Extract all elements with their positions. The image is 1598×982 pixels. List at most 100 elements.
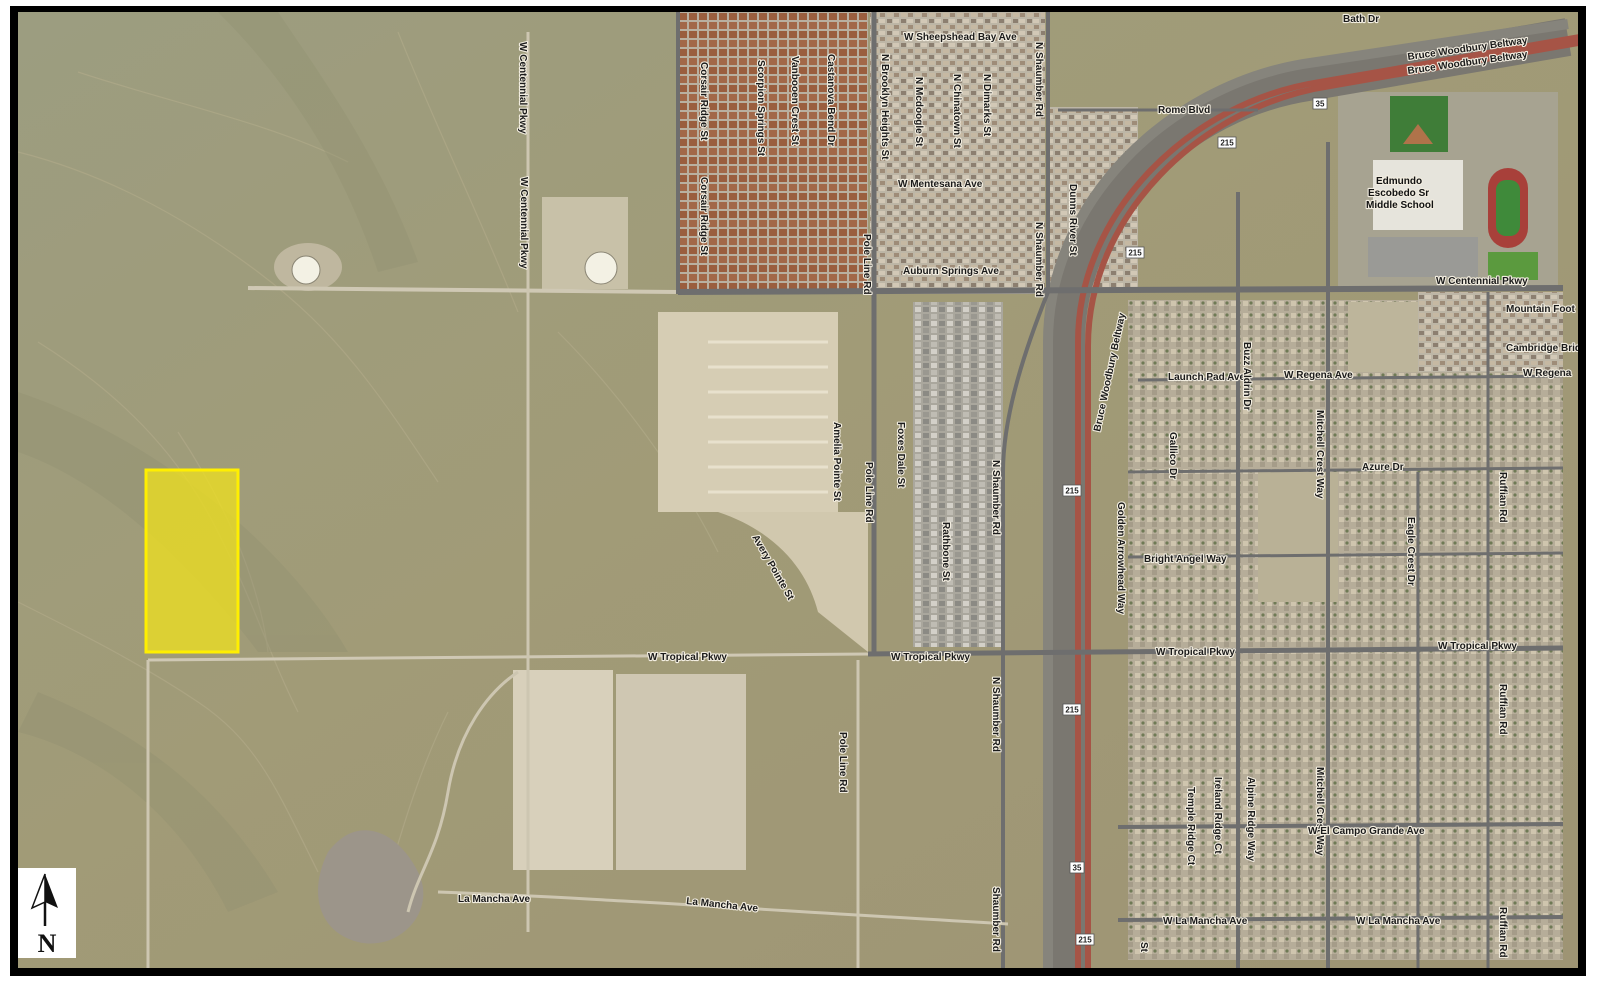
sports-field-small (1488, 252, 1538, 280)
label-bright-angel: Bright Angel Way (1144, 554, 1227, 565)
graded-site-streets (708, 340, 828, 494)
bruce-woodbury-beltway (1043, 18, 1578, 968)
roads-major (147, 12, 1564, 968)
label-corsair-2: Corsair Ridge St (698, 177, 709, 256)
label-ruffian-2: Ruffian Rd (1497, 684, 1508, 735)
label-rathbone: Rathbone St (940, 522, 951, 582)
label-vanbooen: Vanbooen Crest St (789, 56, 800, 146)
highway-shield-215-e: 215 (1075, 933, 1095, 946)
svg-text:215: 215 (1065, 706, 1079, 715)
north-arrow-icon: N (30, 873, 58, 958)
label-ireland-ridge: Ireland Ridge Ct (1212, 777, 1223, 854)
label-auburn-springs: Auburn Springs Ave (903, 266, 999, 277)
label-shaumber-4: N Shaumber Rd (990, 677, 1001, 752)
water-tank-right (584, 251, 618, 285)
label-shaumber-rd: Shaumber Rd (990, 887, 1001, 952)
svg-text:215: 215 (1128, 249, 1142, 258)
label-rome-blvd: Rome Blvd (1158, 105, 1210, 116)
school-label: Edmundo Escobedo Sr Middle School (1365, 175, 1435, 212)
label-mitchell-1: Mitchell Crest Way (1314, 410, 1325, 499)
football-field (1496, 180, 1520, 236)
baseball-infield (1403, 124, 1433, 144)
label-pole-line-1: Pole Line Rd (861, 234, 872, 295)
label-w-regena-ave: W Regena Ave (1284, 370, 1353, 381)
label-corsair-1: Corsair Ridge St (698, 62, 709, 141)
label-tropical-2: W Tropical Pkwy (891, 652, 970, 663)
label-st-stub: St (1138, 942, 1149, 953)
highway-shield-35-b: 35 (1069, 861, 1085, 874)
water-tank-left (291, 255, 321, 285)
highway-shield-35-a: 35 (1312, 97, 1328, 110)
subject-parcel[interactable] (144, 468, 240, 654)
graded-site-curve (718, 512, 868, 652)
aerial-map[interactable]: 215 215 215 215 215 35 35 Bath Dr Bruce … (18, 12, 1578, 968)
subdivision-ruffian (1328, 300, 1563, 960)
label-scorpion: Scorpion Springs St (755, 60, 766, 157)
label-sheepshead: W Sheepshead Bay Ave (904, 32, 1017, 43)
label-dunns-river: Dunns River St (1067, 184, 1078, 256)
label-bath-dr: Bath Dr (1343, 14, 1379, 25)
label-tropical-3: W Tropical Pkwy (1156, 647, 1235, 658)
label-pole-line-3: Pole Line Rd (837, 732, 848, 793)
label-dimarks: N Dimarks St (981, 74, 992, 137)
label-buzz-aldrin: Buzz Aldrin Dr (1241, 342, 1252, 411)
north-arrow: N (18, 868, 76, 958)
svg-text:215: 215 (1078, 936, 1092, 945)
label-brooklyn: N Brooklyn Heights St (879, 54, 890, 160)
label-gallico: Gallico Dr (1167, 432, 1178, 479)
subdivision-launch-pad (1128, 300, 1328, 960)
street-labels: Bath Dr Bruce Woodbury Beltway Bruce Woo… (457, 13, 1578, 959)
label-cambridge: Cambridge Bridge (1506, 343, 1578, 354)
label-ruffian-3: Ruffian Rd (1497, 907, 1508, 958)
label-mentesana: W Mentesana Ave (898, 179, 983, 190)
field-azure (1258, 472, 1338, 602)
roads-dirt (146, 32, 1009, 968)
svg-text:Middle School: Middle School (1366, 200, 1434, 211)
label-w-la-mancha-2: W La Mancha Ave (1356, 916, 1441, 927)
label-shaumber-2: N Shaumber Rd (1033, 222, 1044, 297)
graded-site-south-b (616, 674, 746, 870)
graded-site-pad (658, 312, 838, 512)
label-w-regena: W Regena (1523, 368, 1572, 379)
school-parking (1368, 237, 1478, 277)
north-letter: N (38, 929, 57, 958)
school-building (1373, 160, 1463, 230)
apartments-foxes-dale (913, 302, 1003, 647)
label-tropical-1: W Tropical Pkwy (648, 652, 727, 663)
label-mcdoogle: N Mcdoogle St (913, 77, 924, 147)
subdivision-north-east (1418, 292, 1563, 372)
subdivision-sheepshead (870, 12, 1045, 294)
label-la-mancha-1: La Mancha Ave (458, 894, 530, 905)
label-temple-ridge: Temple Ridge Ct (1185, 787, 1196, 866)
label-azure: Azure Dr (1362, 462, 1404, 473)
label-centennial-v1: W Centennial Pkwy (517, 42, 528, 134)
highway-shield-215-c: 215 (1062, 484, 1082, 497)
label-chinatown: N Chinatown St (951, 74, 962, 149)
svg-text:215: 215 (1220, 139, 1234, 148)
highway-shield-215-a: 215 (1217, 136, 1237, 149)
label-tropical-4: W Tropical Pkwy (1438, 641, 1517, 652)
label-shaumber-3: N Shaumber Rd (990, 460, 1001, 535)
label-launch-pad: Launch Pad Ave (1168, 372, 1245, 383)
quarry-area (318, 830, 424, 944)
label-w-la-mancha-1: W La Mancha Ave (1163, 916, 1248, 927)
label-ruffian-1: Ruffian Rd (1497, 472, 1508, 523)
label-castanova: Castanova Bend Dr (825, 54, 836, 146)
label-mountain-foot: Mountain Foot (1506, 304, 1576, 315)
label-mitchell-2: Mitchell Crest Way (1314, 767, 1325, 856)
label-amelia: Amelia Pointe St (831, 422, 842, 502)
label-foxes-dale: Foxes Dale St (895, 422, 906, 488)
label-centennial-h: W Centennial Pkwy (1436, 276, 1528, 287)
svg-text:Escobedo Sr: Escobedo Sr (1368, 188, 1429, 199)
map-frame: 215 215 215 215 215 35 35 Bath Dr Bruce … (10, 6, 1586, 976)
field-north (1348, 302, 1418, 372)
svg-text:215: 215 (1065, 487, 1079, 496)
subdivision-castanova (678, 12, 868, 294)
svg-text:35: 35 (1316, 100, 1325, 109)
label-centennial-v2: W Centennial Pkwy (518, 177, 529, 269)
svg-text:Edmundo: Edmundo (1376, 176, 1422, 187)
highway-shield-215-d: 215 (1062, 703, 1082, 716)
label-shaumber-1: N Shaumber Rd (1033, 42, 1044, 117)
label-alpine-ridge: Alpine Ridge Way (1245, 777, 1256, 862)
highway-shield-215-b: 215 (1125, 246, 1145, 259)
